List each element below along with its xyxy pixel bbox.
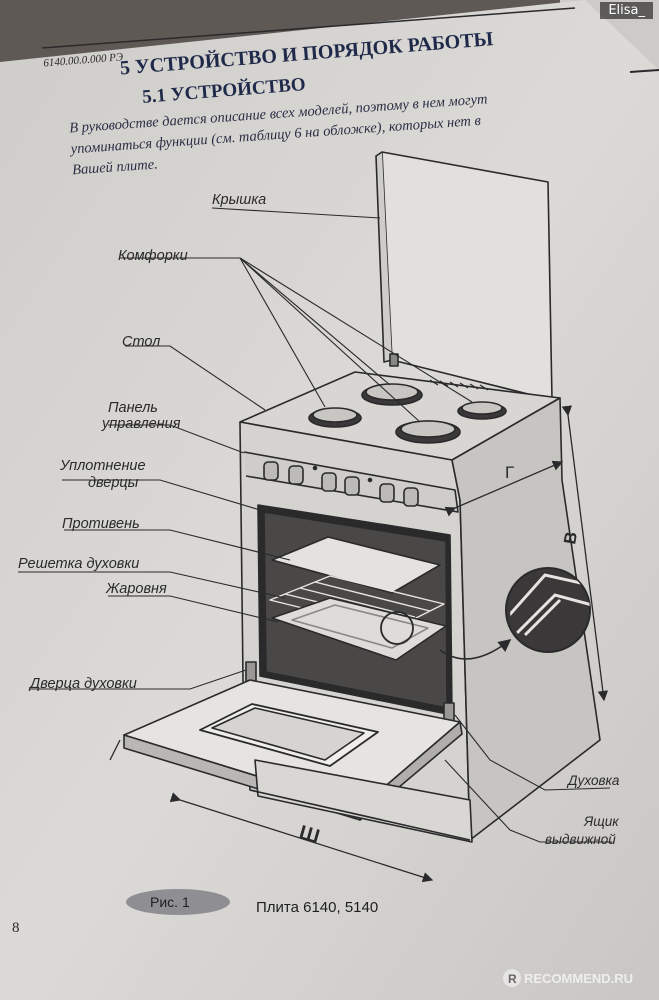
label-oven-door: Дверца духовки [28,676,137,692]
svg-text:RECOMMEND.RU: RECOMMEND.RU [524,971,633,986]
lid [381,151,553,401]
roasting-pan [271,597,447,661]
intro-line-3: Вашей плите. [72,156,159,178]
label-roasting-pan: Жаровня [105,581,167,597]
label-panel-1: Панель [108,400,158,416]
label-table: Стол [122,334,160,350]
figure-badge [126,889,230,915]
dim-height-label: В [560,530,581,545]
header-rule [41,7,576,49]
label-oven: Духовка [566,773,620,788]
dimension-lines [109,405,609,883]
burners [308,383,507,444]
label-drawer-2: выдвижной [545,832,616,847]
user-watermark: Elisa_ [600,2,653,19]
control-knobs [263,461,419,507]
svg-text:R: R [508,972,517,986]
label-seal-1: Уплотнение [59,458,146,474]
figure-caption: Плита 6140, 5140 [256,899,378,916]
site-watermark: R RECOMMEND.RU [503,969,633,987]
label-lid: Крышка [212,192,266,208]
leader-lines [18,207,612,843]
label-baking-sheet: Противень [62,516,140,532]
page-number: 8 [12,920,20,936]
label-seal-2: дверцы [88,475,139,491]
figure-badge-text: Рис. 1 [150,894,190,910]
label-oven-rack: Решетка духовки [18,556,139,572]
label-drawer-1: Ящик [583,814,619,829]
label-burners: Комфорки [118,248,188,264]
label-panel-2: управления [101,416,181,432]
dim-depth-label: Г [505,463,514,482]
